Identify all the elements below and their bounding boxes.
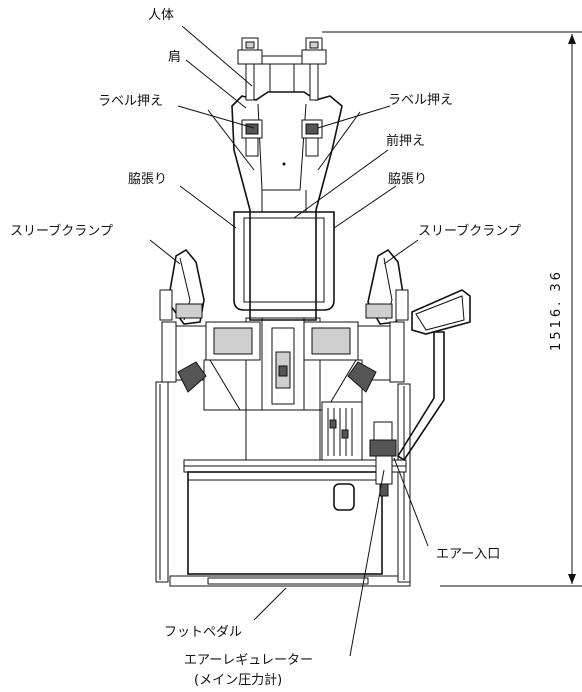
front-press [233,211,335,311]
labels: 人体 肩 ラベル押え ラベル押え 前押え 脇張り 脇張り スリーブクランプ スリ… [10,8,521,688]
sleeve-unit-left [159,248,261,411]
dimension-group: 1516. 36 [322,31,582,587]
leader-lines [149,25,429,657]
air-regulator-unit [369,421,397,497]
control-panel [396,289,471,462]
label-air-inlet: エアー入口 [436,547,500,562]
label-side-stretch-left: 脇張り [128,172,167,187]
sleeve-unit-right [303,248,409,411]
label-front-press: 前押え [386,133,425,149]
label-sleeve-clamp-left: スリーブクランプ [10,223,113,239]
top-clamps [237,37,327,157]
height-dimension: 1516. 36 [549,269,564,351]
label-label-press-right: ラベル押え [388,93,453,108]
valve-block [321,401,363,461]
label-side-stretch-right: 脇張り [388,172,427,187]
label-label-press-left: ラベル押え [98,94,163,109]
label-shoulder: 肩 [168,49,181,65]
label-pressure-gauge: (メイン圧力計) [194,672,282,688]
label-body: 人体 [148,8,174,23]
label-sleeve-clamp-right: スリーブクランプ [418,223,521,239]
label-air-regulator: エアーレギュレーター [184,653,313,668]
label-foot-pedal: フットペダル [164,625,242,640]
